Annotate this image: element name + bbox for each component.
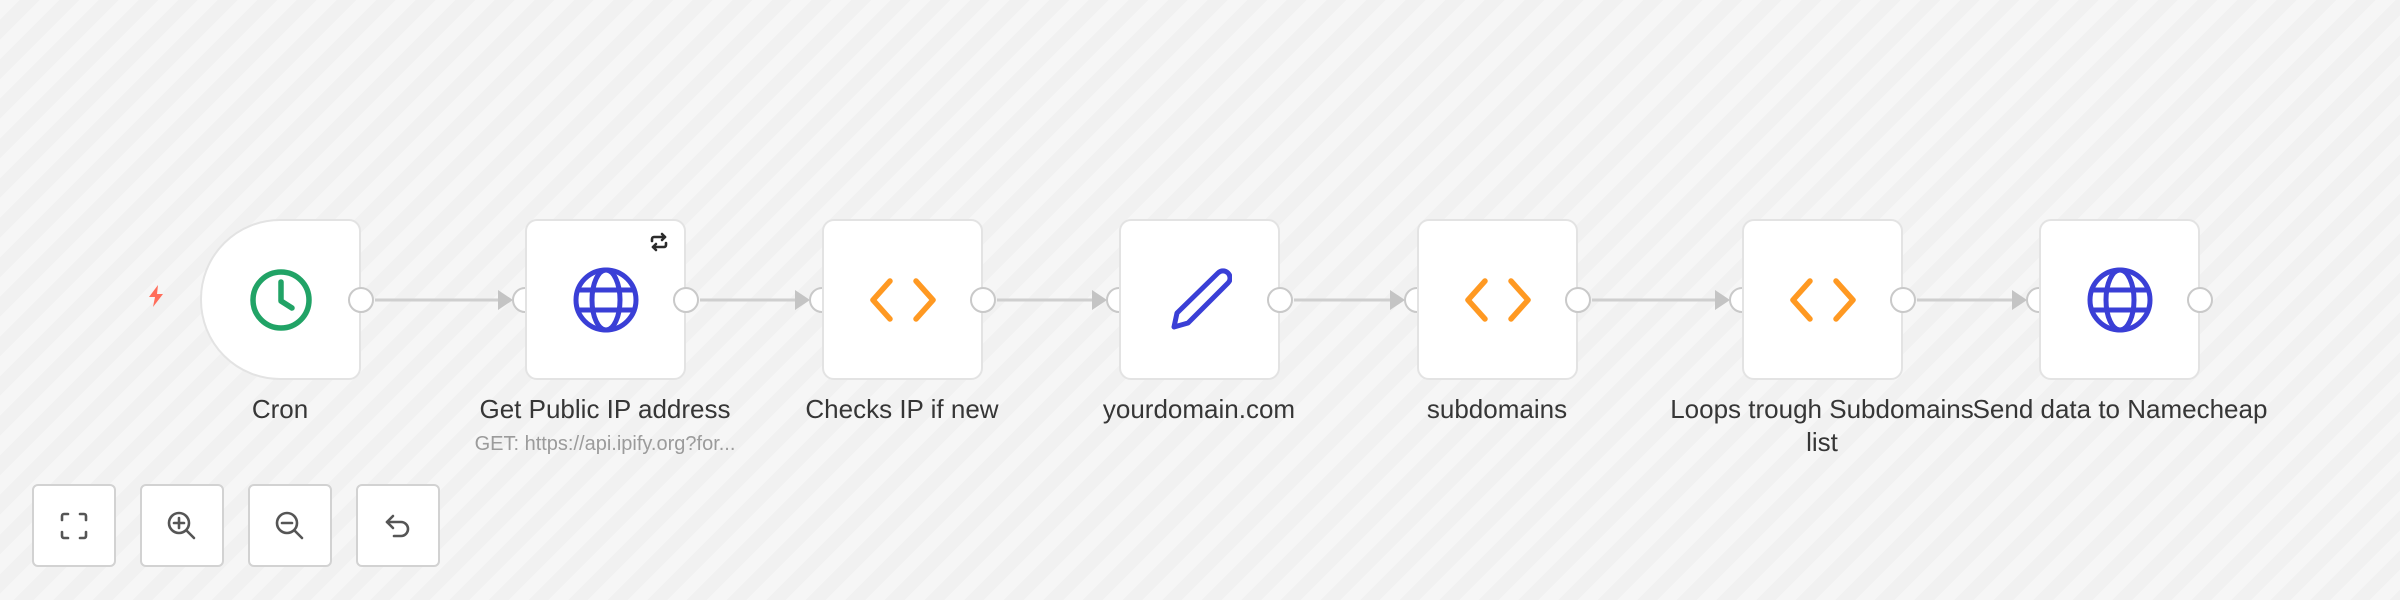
node-title: yourdomain.com: [1102, 394, 1296, 424]
output-handle-send[interactable]: [2187, 287, 2213, 313]
canvas-controls: [32, 484, 440, 567]
globe-icon: [572, 266, 640, 334]
output-handle-loops[interactable]: [1890, 287, 1916, 313]
node-checks-ip[interactable]: [822, 219, 983, 380]
trigger-bolt-icon: [149, 285, 163, 307]
output-handle-subdomains[interactable]: [1565, 287, 1591, 313]
node-subtitle: GET: https://api.ipify.org?for...: [474, 433, 736, 455]
zoom-in-button[interactable]: [140, 484, 224, 567]
node-yourdomain[interactable]: [1119, 219, 1280, 380]
node-title: Checks IP if new: [805, 394, 999, 424]
arrow-head: [1092, 290, 1107, 310]
arrow-head: [795, 290, 810, 310]
node-title: subdomains: [1426, 394, 1568, 424]
fit-view-icon: [60, 512, 88, 539]
arrow-head: [1715, 290, 1730, 310]
globe-icon: [2086, 266, 2154, 334]
output-handle-checks-ip[interactable]: [970, 287, 996, 313]
node-subdomains[interactable]: [1417, 219, 1578, 380]
node-label-subdomains: subdomains: [1327, 393, 1667, 426]
output-handle-cron[interactable]: [348, 287, 374, 313]
node-loops-subdomains[interactable]: [1742, 219, 1903, 380]
node-label-checks-ip: Checks IP if new: [732, 393, 1072, 426]
pencil-icon: [1168, 267, 1232, 332]
node-send-namecheap[interactable]: [2039, 219, 2200, 380]
node-label-yourdomain: yourdomain.com: [1029, 393, 1369, 426]
arrow-head: [2012, 290, 2027, 310]
reset-zoom-button[interactable]: [356, 484, 440, 567]
node-title: Cron: [251, 394, 309, 424]
retry-icon: [650, 232, 668, 252]
node-label-loops: Loops trough Subdomains list: [1652, 393, 1992, 459]
node-label-cron: Cron: [110, 393, 450, 426]
fit-view-button[interactable]: [32, 484, 116, 567]
node-cron[interactable]: [200, 219, 361, 380]
zoom-in-icon: [167, 511, 196, 539]
node-label-get-ip: Get Public IP address GET: https://api.i…: [435, 393, 775, 457]
code-icon: [869, 277, 936, 322]
code-icon: [1464, 277, 1531, 322]
zoom-out-icon: [275, 511, 304, 539]
undo-icon: [385, 514, 410, 537]
node-title: Loops trough Subdomains list: [1670, 394, 1974, 457]
node-title: Get Public IP address: [479, 394, 731, 424]
arrow-head: [498, 290, 513, 310]
code-icon: [1789, 277, 1856, 322]
node-label-send: Send data to Namecheap: [1950, 393, 2290, 426]
node-title: Send data to Namecheap: [1972, 394, 2268, 424]
clock-icon: [248, 267, 314, 333]
output-handle-get-ip[interactable]: [673, 287, 699, 313]
node-get-public-ip[interactable]: [525, 219, 686, 380]
output-handle-yourdomain[interactable]: [1267, 287, 1293, 313]
arrow-head: [1390, 290, 1405, 310]
zoom-out-button[interactable]: [248, 484, 332, 567]
